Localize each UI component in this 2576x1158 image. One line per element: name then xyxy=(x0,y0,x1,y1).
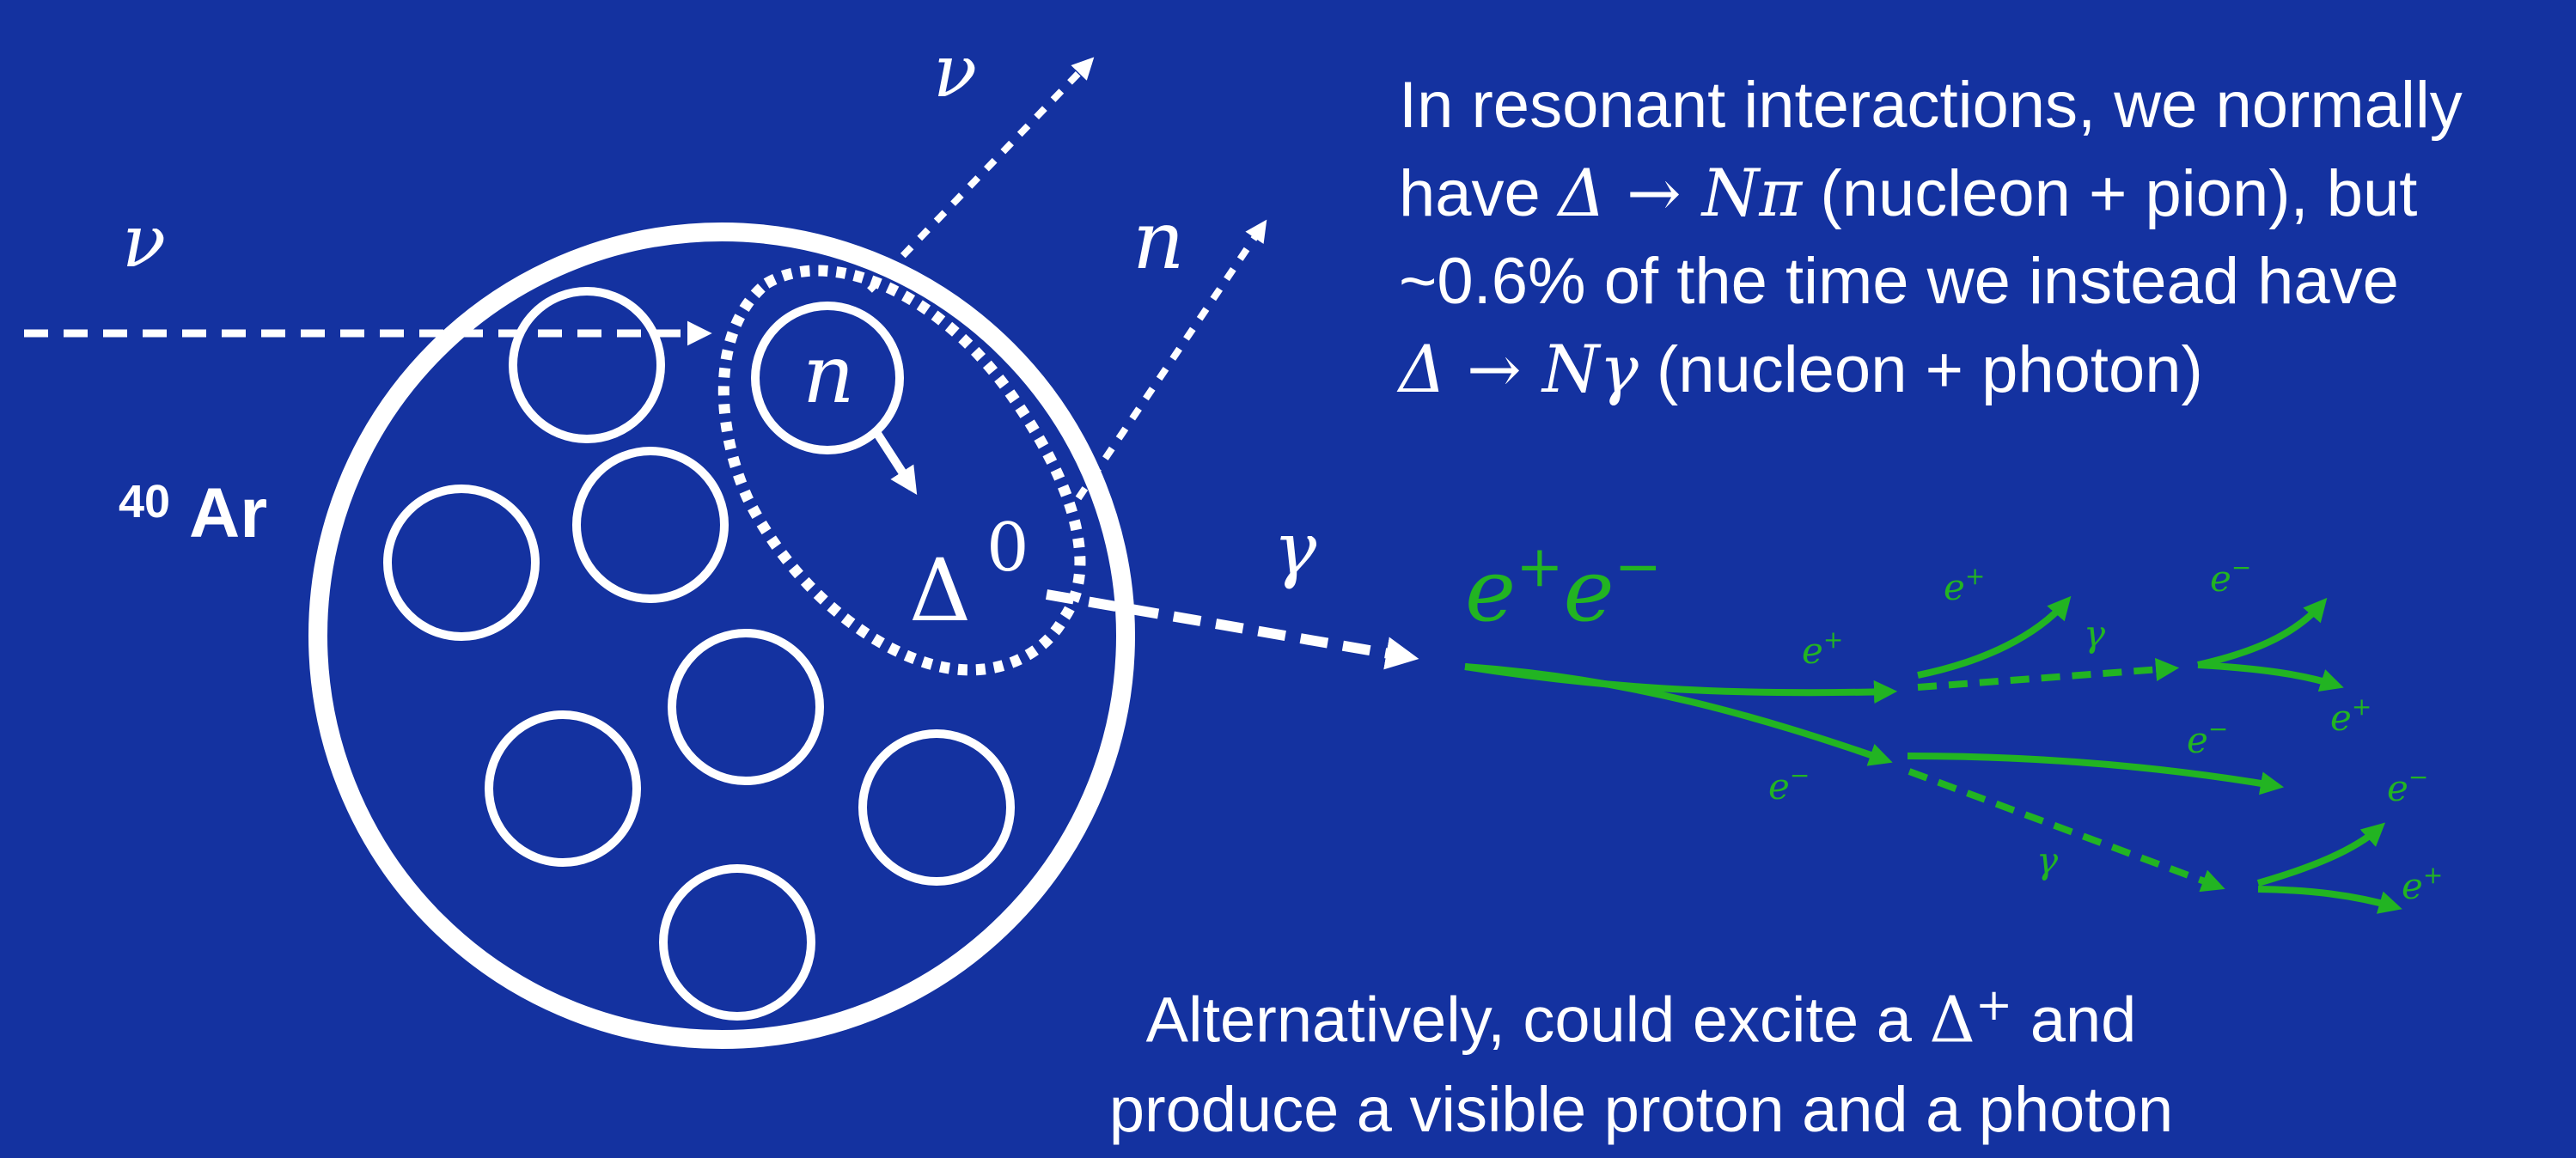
outgoing-neutrino-arrow xyxy=(867,57,1095,293)
shower-particle-label: e− xyxy=(1768,761,1810,808)
shower-track xyxy=(2197,597,2328,668)
shower-particle-label: e+ xyxy=(1944,562,1985,608)
photon-label: γ xyxy=(1273,507,1317,591)
argon-mass-number: 40 xyxy=(119,476,170,527)
delta-decay-photon: Δ → Nγ xyxy=(1399,331,1639,407)
shower-particle-label: e+ xyxy=(2402,861,2443,907)
description-line: Δ → Nγ (nucleon + photon) xyxy=(1399,331,2203,407)
nucleon xyxy=(383,485,540,641)
description-line: ~0.6% of the time we instead have xyxy=(1399,245,2399,318)
incoming-neutrino-label: ν xyxy=(122,199,166,283)
outgoing-neutrino-label: ν xyxy=(933,29,977,113)
argon-symbol: Ar xyxy=(189,474,267,552)
outgoing-neutron-label: n xyxy=(1132,194,1185,288)
shower-particle-label: e+ xyxy=(2330,692,2372,739)
shower-track xyxy=(1464,663,1893,766)
description-line: have Δ → Nπ (nucleon + pion), but xyxy=(1399,155,2418,231)
shower-track xyxy=(2257,886,2402,914)
nucleon xyxy=(572,447,729,603)
delta-symbol: Δ xyxy=(909,540,971,641)
struck-neutron-label: n xyxy=(803,328,855,422)
description-line: Alternatively, could excite a Δ+ and xyxy=(1145,979,2137,1057)
ee-pair-label: e+e− xyxy=(1465,533,1662,641)
shower-particle-label: e− xyxy=(2210,553,2251,600)
shower-track xyxy=(2197,661,2344,692)
nucleons xyxy=(383,287,1015,1021)
shower-track xyxy=(1917,595,2072,679)
delta-decay-pion: Δ → Nπ xyxy=(1558,155,1803,231)
shower-particle-label: e+ xyxy=(1802,625,1843,672)
struck-neutron xyxy=(751,302,904,454)
shower-photon xyxy=(1908,768,2225,893)
shower-particle-label: γ xyxy=(2084,613,2106,655)
nucleon xyxy=(485,710,641,867)
shower-particle-label: e− xyxy=(2387,763,2428,809)
photon-arrow xyxy=(1045,589,1419,670)
description-bottom: Alternatively, could excite a Δ+ and pro… xyxy=(1031,960,2251,1155)
delta-charge: 0 xyxy=(986,509,1029,587)
nucleon xyxy=(659,864,815,1021)
shower-particle-label: e− xyxy=(2187,715,2228,761)
em-shower xyxy=(1464,595,2402,914)
description-line: In resonant interactions, we normally xyxy=(1399,69,2463,142)
nucleon xyxy=(668,629,824,785)
description-top: In resonant interactions, we normally ha… xyxy=(1399,62,2463,414)
delta-plus: Δ xyxy=(1929,983,1975,1057)
argon-nucleus xyxy=(308,222,1135,1049)
shower-track xyxy=(2256,822,2386,887)
nucleon xyxy=(509,287,665,443)
description-line: produce a visible proton and a photon xyxy=(1108,1073,2174,1145)
shower-photon xyxy=(1917,657,2180,691)
outgoing-neutron-arrow xyxy=(1075,219,1267,501)
nucleon xyxy=(858,729,1015,886)
shower-track xyxy=(1907,753,2285,795)
neutron-to-delta-arrow xyxy=(870,427,918,496)
delta-resonance-outline xyxy=(717,265,1086,676)
shower-particle-label: γ xyxy=(2036,839,2059,881)
